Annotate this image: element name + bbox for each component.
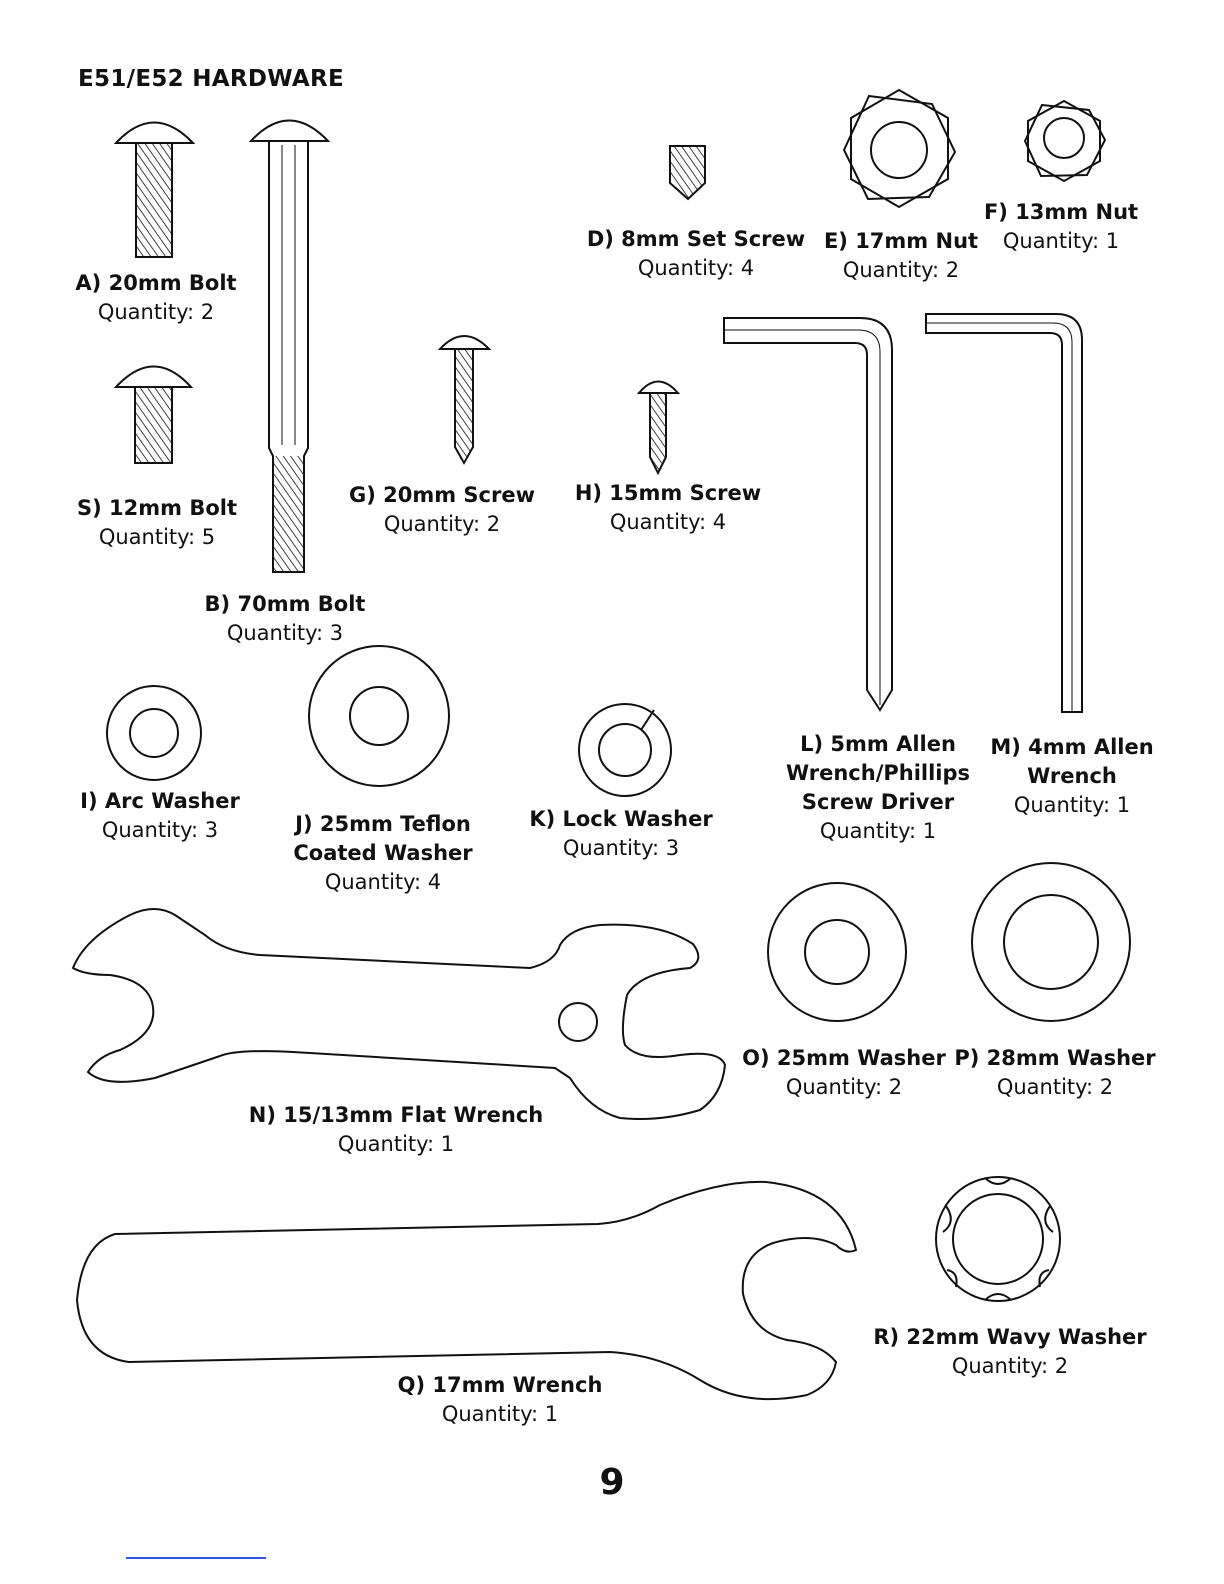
label-a-20mm-bolt: A) 20mm Bolt Quantity: 2 [75, 269, 236, 327]
item-name-line1: J) 25mm Teflon [295, 812, 471, 836]
item-quantity: Quantity: 5 [98, 525, 216, 549]
label-q-17mm-wrench: Q) 17mm Wrench Quantity: 1 [398, 1371, 603, 1429]
label-i-arc-washer: I) Arc Washer Quantity: 3 [80, 787, 240, 845]
label-m-4mm-allen-wrench: M) 4mm Allen Wrench Quantity: 1 [990, 733, 1153, 820]
allen-wrench-4mm-illustration [925, 313, 1083, 713]
washer-28mm-illustration [971, 862, 1131, 1022]
screw-15mm-illustration [636, 380, 681, 476]
label-p-28mm-washer: P) 28mm Washer Quantity: 2 [954, 1044, 1155, 1102]
item-quantity: Quantity: 1 [441, 1402, 559, 1426]
screw-20mm-illustration [437, 335, 492, 466]
footer-rule [126, 1557, 266, 1559]
flat-wrench-illustration [71, 908, 727, 1120]
label-l-5mm-allen-wrench: L) 5mm Allen Wrench/Phillips Screw Drive… [786, 730, 970, 846]
item-name: B) 70mm Bolt [204, 592, 366, 616]
item-quantity: Quantity: 2 [951, 1354, 1069, 1378]
page-number: 9 [599, 1462, 625, 1503]
set-screw-illustration [669, 145, 706, 201]
item-name: G) 20mm Screw [348, 483, 536, 507]
arc-washer-illustration [106, 685, 202, 781]
item-name: N) 15/13mm Flat Wrench [248, 1103, 544, 1127]
bolt-20mm-illustration [113, 121, 196, 258]
item-quantity: Quantity: 4 [637, 256, 755, 280]
item-name: O) 25mm Washer [742, 1046, 946, 1070]
item-name: S) 12mm Bolt [76, 496, 238, 520]
item-name: K) Lock Washer [529, 807, 713, 831]
label-f-13mm-nut: F) 13mm Nut Quantity: 1 [984, 198, 1138, 256]
nut-17mm-illustration [842, 88, 957, 209]
item-quantity: Quantity: 1 [337, 1132, 455, 1156]
label-s-12mm-bolt: S) 12mm Bolt Quantity: 5 [77, 494, 237, 552]
item-name: D) 8mm Set Screw [586, 227, 806, 251]
item-quantity: Quantity: 4 [609, 510, 727, 534]
item-name: Q) 17mm Wrench [397, 1373, 603, 1397]
item-quantity: Quantity: 3 [562, 836, 680, 860]
label-o-25mm-washer: O) 25mm Washer Quantity: 2 [742, 1044, 946, 1102]
label-k-lock-washer: K) Lock Washer Quantity: 3 [529, 805, 712, 863]
wavy-washer-illustration [935, 1176, 1061, 1302]
item-quantity: Quantity: 4 [324, 870, 442, 894]
item-name: A) 20mm Bolt [75, 271, 237, 295]
item-name-line1: L) 5mm Allen [800, 732, 956, 756]
item-name: E) 17mm Nut [823, 229, 979, 253]
label-e-17mm-nut: E) 17mm Nut Quantity: 2 [824, 227, 978, 285]
nut-13mm-illustration [1023, 99, 1107, 183]
item-name: R) 22mm Wavy Washer [873, 1325, 1147, 1349]
item-name: H) 15mm Screw [574, 481, 762, 505]
item-quantity: Quantity: 2 [996, 1075, 1114, 1099]
lock-washer-illustration [578, 703, 672, 797]
item-name-line2: Coated Washer [293, 841, 473, 865]
item-quantity: Quantity: 1 [1013, 793, 1131, 817]
item-name-line1: M) 4mm Allen [990, 735, 1154, 759]
item-name: I) Arc Washer [80, 789, 240, 813]
label-n-flat-wrench: N) 15/13mm Flat Wrench Quantity: 1 [249, 1101, 543, 1159]
item-name: F) 13mm Nut [983, 200, 1139, 224]
item-quantity: Quantity: 2 [842, 258, 960, 282]
item-quantity: Quantity: 3 [101, 818, 219, 842]
item-quantity: Quantity: 2 [383, 512, 501, 536]
label-b-70mm-bolt: B) 70mm Bolt Quantity: 3 [205, 590, 366, 648]
item-quantity: Quantity: 2 [97, 300, 215, 324]
label-r-wavy-washer: R) 22mm Wavy Washer Quantity: 2 [873, 1323, 1146, 1381]
label-h-15mm-screw: H) 15mm Screw Quantity: 4 [575, 479, 761, 537]
page-header: E51/E52 HARDWARE [78, 66, 345, 92]
item-name: P) 28mm Washer [954, 1046, 1156, 1070]
label-g-20mm-screw: G) 20mm Screw Quantity: 2 [349, 481, 535, 539]
item-name-line2: Wrench [1027, 764, 1117, 788]
item-quantity: Quantity: 3 [226, 621, 344, 645]
bolt-70mm-illustration [248, 119, 331, 573]
item-quantity: Quantity: 1 [819, 819, 937, 843]
wrench-17mm-illustration [75, 1180, 858, 1401]
bolt-12mm-illustration [113, 365, 194, 464]
washer-25mm-illustration [767, 882, 907, 1022]
teflon-washer-illustration [308, 645, 450, 787]
label-d-set-screw: D) 8mm Set Screw Quantity: 4 [587, 225, 805, 283]
item-name-line2: Wrench/Phillips [785, 761, 971, 785]
label-j-teflon-washer: J) 25mm Teflon Coated Washer Quantity: 4 [293, 810, 472, 897]
item-quantity: Quantity: 2 [785, 1075, 903, 1099]
allen-wrench-5mm-illustration [723, 317, 893, 712]
item-quantity: Quantity: 1 [1002, 229, 1120, 253]
item-name-line3: Screw Driver [801, 790, 955, 814]
